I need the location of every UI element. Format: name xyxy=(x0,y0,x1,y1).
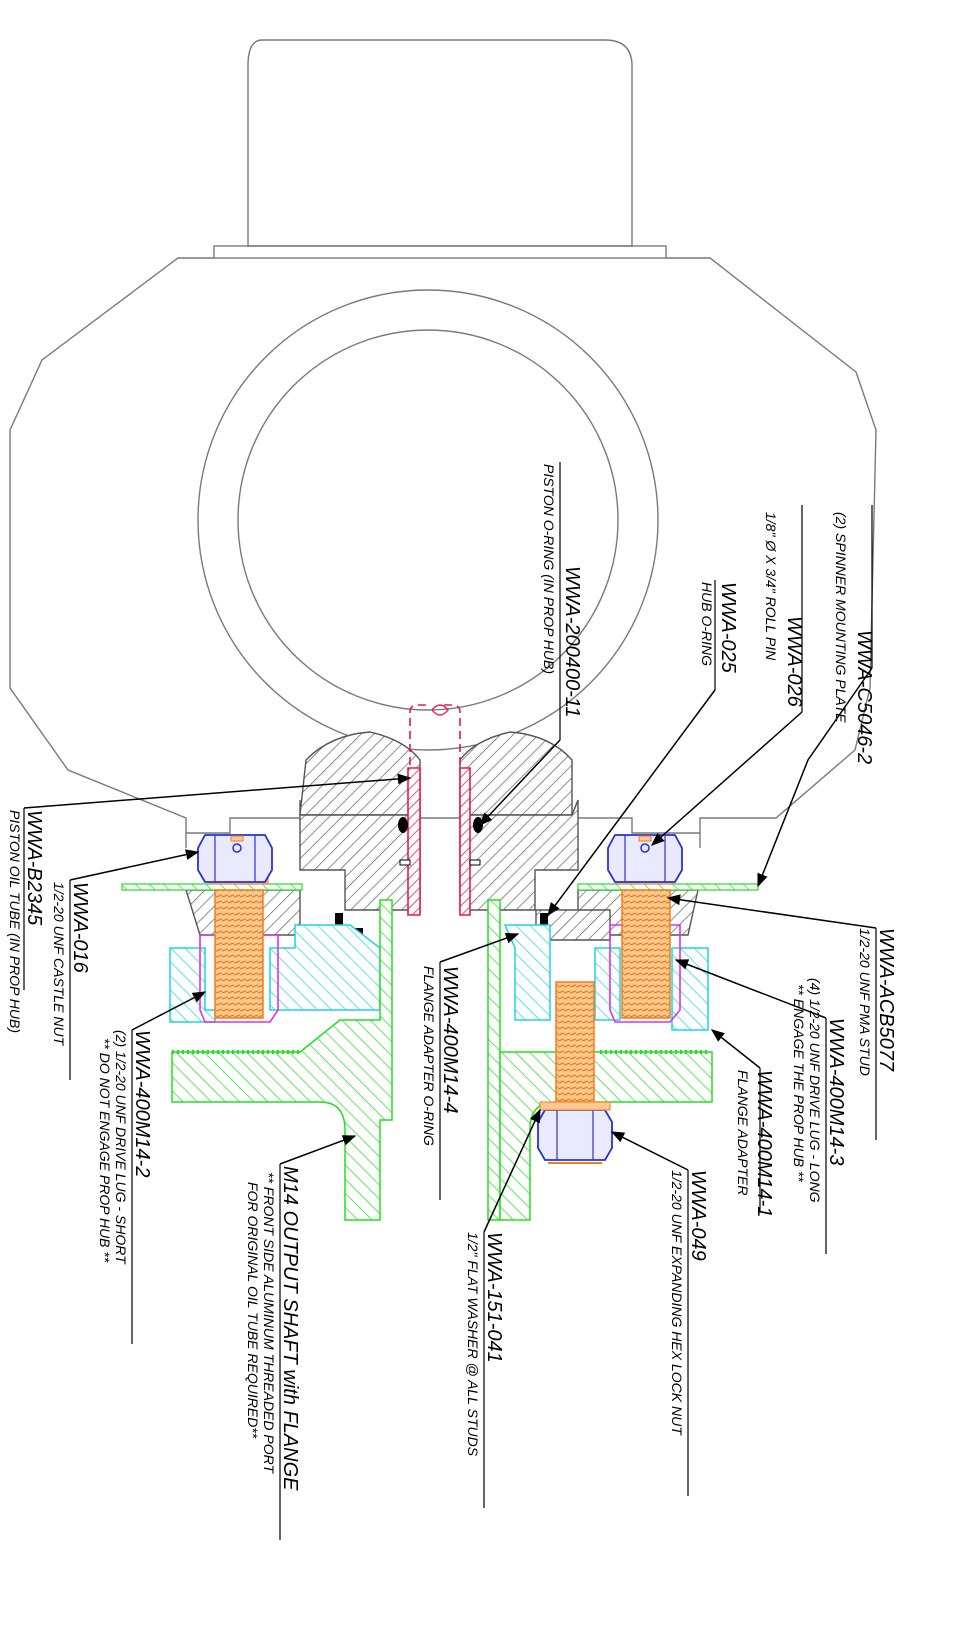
drive-lug-long xyxy=(609,924,681,1023)
callout-b2345: WWA-B2345 PISTON OIL TUBE (IN PROP HUB) xyxy=(7,810,45,1033)
stud-center xyxy=(555,981,595,1103)
hub-o-ring-right xyxy=(540,913,548,925)
prop-hub-outline xyxy=(9,39,877,848)
part-desc-note: ** DO NOT ENGAGE PROP HUB ** xyxy=(97,1038,113,1263)
part-desc: (2) SPINNER MOUNTING PLATE xyxy=(833,512,849,723)
stud-left xyxy=(214,889,264,1019)
callout-m14-1: WWA-400M14-1 FLANGE ADAPTER xyxy=(735,1070,775,1217)
hub-o-ring-left xyxy=(335,913,343,925)
part-desc-note: ** ENGAGE THE PROP HUB ** xyxy=(791,984,807,1182)
part-desc: FLANGE ADAPTER xyxy=(735,1070,751,1196)
part-number: WWA-400M14-1 xyxy=(753,1070,775,1217)
part-number: WWA-400M14-3 xyxy=(825,1018,847,1165)
part-desc: (4) 1/2-20 UNF DRIVE LUG - LONG xyxy=(807,978,823,1203)
part-desc: (2) 1/2-20 UNF DRIVE LUG - SHORT xyxy=(113,1030,129,1265)
callout-c5046: WWA-C5046-2 (2) SPINNER MOUNTING PLATE xyxy=(833,512,875,764)
part-number: WWA-400M14-2 xyxy=(131,1030,153,1177)
part-desc: PISTON OIL TUBE (IN PROP HUB) xyxy=(7,810,23,1033)
spinner-plate-right xyxy=(577,883,759,891)
callout-m14-4: WWA-400M14-4 FLANGE ADAPTER O-RING xyxy=(421,966,461,1146)
callout-m14-shaft: M14 OUTPUT SHAFT with FLANGE ** FRONT SI… xyxy=(245,1166,301,1491)
callout-026: WWA-026 1/8" Ø X 3/4" ROLL PIN xyxy=(763,512,805,708)
callout-016: WWA-016 1/2-20 UNF CASTLE NUT xyxy=(51,882,91,1047)
part-number: WWA-026 xyxy=(783,616,805,708)
part-number: WWA-025 xyxy=(717,582,739,674)
roll-pin-right xyxy=(469,859,481,866)
castle-nut-left xyxy=(197,834,273,883)
part-number: WWA-ACB5077 xyxy=(875,928,897,1072)
callout-m14-3: WWA-400M14-3 (4) 1/2-20 UNF DRIVE LUG - … xyxy=(791,978,847,1203)
piston-oil-tube xyxy=(407,704,471,916)
part-desc: ** FRONT SIDE ALUMINUM THREADED PORT xyxy=(261,1172,277,1474)
part-number: WWA-151-041 xyxy=(483,1232,505,1363)
hex-lock-nut-center xyxy=(537,1101,613,1164)
part-desc: 1/2-20 UNF EXPANDING HEX LOCK NUT xyxy=(669,1170,685,1436)
callout-025: WWA-025 HUB O-RING xyxy=(699,582,739,674)
part-number: WWA-B2345 xyxy=(23,810,45,926)
part-desc: 1/2" FLAT WASHER @ ALL STUDS xyxy=(465,1232,481,1457)
part-desc: 1/2-20 UNF CASTLE NUT xyxy=(51,882,67,1047)
part-number: WWA-C5046-2 xyxy=(853,630,875,764)
part-desc: PISTON O-RING (IN PROP HUB) xyxy=(541,464,557,674)
part-desc: HUB O-RING xyxy=(699,582,715,666)
part-number: WWA-016 xyxy=(69,882,91,974)
part-number: M14 OUTPUT SHAFT with FLANGE xyxy=(279,1166,301,1491)
part-number: WWA-049 xyxy=(687,1170,709,1261)
part-desc: 1/8" Ø X 3/4" ROLL PIN xyxy=(763,512,779,661)
part-number: WWA-200400-11 xyxy=(561,566,583,718)
spinner-plate-left xyxy=(121,883,303,891)
part-number: WWA-400M14-4 xyxy=(439,966,461,1113)
callout-049: WWA-049 1/2-20 UNF EXPANDING HEX LOCK NU… xyxy=(669,1170,709,1436)
part-desc: FLANGE ADAPTER O-RING xyxy=(421,966,437,1146)
m14-output-shaft xyxy=(171,899,713,1221)
leader-lines xyxy=(23,462,877,1540)
part-desc: 1/2-20 UNF PMA STUD xyxy=(857,928,873,1076)
callout-151: WWA-151-041 1/2" FLAT WASHER @ ALL STUDS xyxy=(465,1232,505,1457)
part-desc-note: FOR ORIGINAL OIL TUBE REQUIRED** xyxy=(245,1182,261,1439)
callout-acb5077: WWA-ACB5077 1/2-20 UNF PMA STUD xyxy=(857,928,897,1076)
callout-m14-2: WWA-400M14-2 (2) 1/2-20 UNF DRIVE LUG - … xyxy=(97,1030,153,1265)
stud-right xyxy=(621,889,671,1019)
roll-pin-left xyxy=(399,859,411,866)
castle-nut-right xyxy=(607,834,683,883)
piston-o-ring-left xyxy=(398,817,408,833)
piston-o-ring-right xyxy=(473,817,483,833)
drive-lug-short xyxy=(199,934,279,1023)
callout-200400: WWA-200400-11 PISTON O-RING (IN PROP HUB… xyxy=(541,464,583,718)
